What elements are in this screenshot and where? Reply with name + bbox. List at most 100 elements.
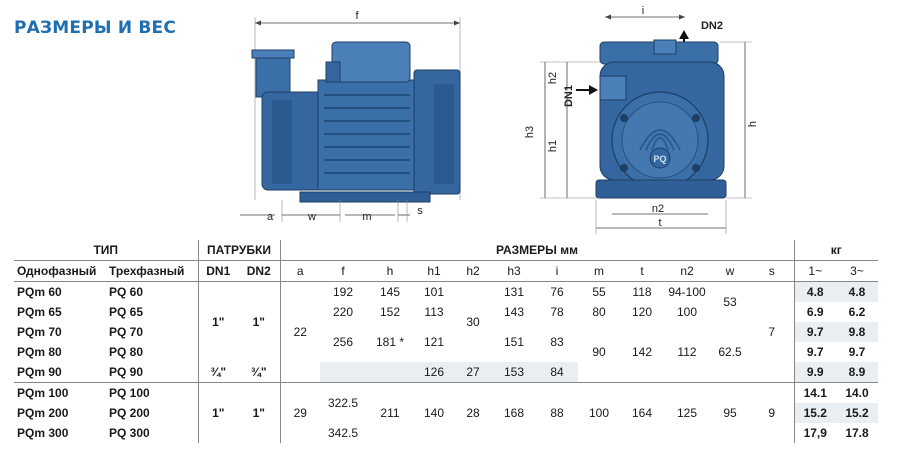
model-single: PQm 90 bbox=[17, 365, 62, 379]
dim-t-label: t bbox=[658, 217, 661, 229]
kg-single-cell: 17,9 bbox=[803, 426, 827, 440]
kg-three-cell: 9.7 bbox=[848, 345, 866, 359]
model-single: PQm 80 bbox=[17, 345, 62, 359]
col-kg-single: 1~ bbox=[794, 260, 836, 282]
table-row: PQm 80 PQ 80 9.7 9.7 bbox=[14, 342, 878, 362]
n2-cell: 100 bbox=[676, 305, 698, 319]
w-cell: 53 bbox=[723, 295, 737, 309]
col-dn2: DN2 bbox=[238, 260, 281, 282]
kg-three-cell: 15.2 bbox=[836, 403, 878, 423]
m-cell: 90 bbox=[592, 345, 606, 359]
col-single-phase: Однофазный bbox=[14, 260, 106, 282]
dim-w-label: w bbox=[307, 211, 316, 223]
h3-cell: 131 bbox=[503, 285, 525, 299]
w-cell: 62.5 bbox=[718, 345, 742, 359]
col-h: h bbox=[366, 260, 414, 282]
model-single: PQm 300 bbox=[17, 426, 69, 440]
model-single: PQm 100 bbox=[14, 382, 106, 403]
h1-cell: 140 bbox=[414, 382, 454, 443]
n2-cell: 94-100 bbox=[668, 285, 706, 299]
f-cell: 256 bbox=[332, 335, 354, 349]
h-cell: 211 bbox=[366, 382, 414, 443]
kg-single-cell: 4.8 bbox=[794, 281, 836, 302]
dn1-cell: ¾" bbox=[210, 365, 227, 379]
m-cell: 100 bbox=[578, 382, 620, 443]
dim-dn1-label: DN1 bbox=[563, 85, 575, 107]
kg-three-cell: 8.9 bbox=[836, 362, 878, 383]
kg-three-cell: 6.2 bbox=[848, 305, 866, 319]
model-three: PQ 90 bbox=[106, 362, 199, 383]
dim-s-label: s bbox=[417, 205, 423, 217]
h-cell: 181 * bbox=[375, 335, 405, 349]
table-row: PQm 100 PQ 100 1" 1" 29 322.5 211 140 28… bbox=[14, 382, 878, 443]
f-cell: 342.5 bbox=[327, 426, 359, 440]
model-three: PQ 65 bbox=[106, 302, 199, 322]
kg-three-cell: 9.8 bbox=[836, 322, 878, 342]
m-cell: 55 bbox=[592, 285, 606, 299]
side-view-drawing: f a w m s bbox=[240, 10, 461, 223]
h2-cell: 27 bbox=[454, 362, 492, 383]
dim-n2-label: n2 bbox=[652, 203, 664, 215]
kg-single-cell: 14.1 bbox=[794, 382, 836, 403]
page-title: РАЗМЕРЫ И ВЕС bbox=[14, 18, 177, 38]
pq-logo-text: PQ bbox=[653, 154, 666, 164]
h1-cell: 113 bbox=[424, 305, 444, 319]
col-h2: h2 bbox=[454, 260, 492, 282]
table-group-header-row: ТИП ПАТРУБКИ РАЗМЕРЫ мм кг bbox=[14, 240, 878, 261]
dn1-cell: 1" bbox=[212, 315, 225, 329]
dn2-cell: 1" bbox=[238, 281, 281, 362]
f-cell: 322.5 bbox=[320, 382, 366, 423]
h-cell bbox=[366, 362, 414, 383]
col-dn1: DN1 bbox=[198, 260, 238, 282]
kg-single-cell: 9.7 bbox=[806, 345, 824, 359]
header-ports: ПАТРУБКИ bbox=[198, 240, 281, 261]
model-single: PQm 60 bbox=[17, 285, 62, 299]
i-cell: 84 bbox=[536, 362, 578, 383]
n2-cell: 125 bbox=[664, 382, 710, 443]
dim-h-label: h bbox=[747, 121, 759, 127]
a-cell: 29 bbox=[280, 382, 320, 443]
dim-h3-label: h3 bbox=[524, 126, 536, 138]
i-cell: 78 bbox=[550, 305, 564, 319]
table-row: PQm 300 PQ 300 342.5 17,9 17.8 bbox=[14, 423, 878, 443]
f-cell bbox=[320, 362, 366, 383]
dn1-cell: 1" bbox=[198, 382, 238, 443]
s-cell: 9 bbox=[750, 382, 795, 443]
col-i: i bbox=[536, 260, 578, 282]
dim-i-label: i bbox=[642, 5, 644, 17]
col-three-phase: Трехфазный bbox=[106, 260, 199, 282]
h3-cell: 151 bbox=[503, 335, 525, 349]
header-type: ТИП bbox=[14, 240, 199, 261]
h1-cell: 101 bbox=[423, 285, 445, 299]
dn2-cell: ¾" bbox=[238, 362, 281, 383]
col-n2: n2 bbox=[664, 260, 710, 282]
dim-m-label: m bbox=[362, 211, 371, 223]
f-cell: 192 bbox=[332, 285, 354, 299]
model-three: PQ 60 bbox=[106, 281, 199, 302]
kg-three-cell: 4.8 bbox=[836, 281, 878, 302]
h1-cell: 121 bbox=[423, 335, 445, 349]
kg-three-cell: 14.0 bbox=[836, 382, 878, 403]
h1-cell: 126 bbox=[414, 362, 454, 383]
kg-single-cell: 6.9 bbox=[806, 305, 824, 319]
table-row: PQm 65 PQ 65 220 152 113 143 78 80 120 1… bbox=[14, 302, 878, 322]
dim-a-label: a bbox=[267, 211, 274, 223]
col-t: t bbox=[620, 260, 664, 282]
t-cell: 142 bbox=[631, 345, 653, 359]
dim-h2-label: h2 bbox=[547, 72, 559, 84]
m-cell: 80 bbox=[592, 305, 606, 319]
col-w: w bbox=[710, 260, 750, 282]
model-three: PQ 100 bbox=[106, 382, 199, 403]
header-dimensions: РАЗМЕРЫ мм bbox=[280, 240, 795, 261]
a-cell: 22 bbox=[293, 325, 307, 339]
dimensions-weight-table: ТИП ПАТРУБКИ РАЗМЕРЫ мм кг Однофазный Тр… bbox=[14, 240, 878, 443]
model-three: PQ 300 bbox=[106, 423, 199, 443]
col-m: m bbox=[578, 260, 620, 282]
h3-cell: 143 bbox=[503, 305, 525, 319]
col-a: a bbox=[280, 260, 320, 282]
f-cell: 220 bbox=[332, 305, 354, 319]
s-cell: 7 bbox=[750, 281, 795, 383]
kg-single-cell: 9.7 bbox=[794, 322, 836, 342]
col-h3: h3 bbox=[492, 260, 536, 282]
front-view-drawing: i DN2 PQ h2 DN1 bbox=[524, 5, 759, 234]
